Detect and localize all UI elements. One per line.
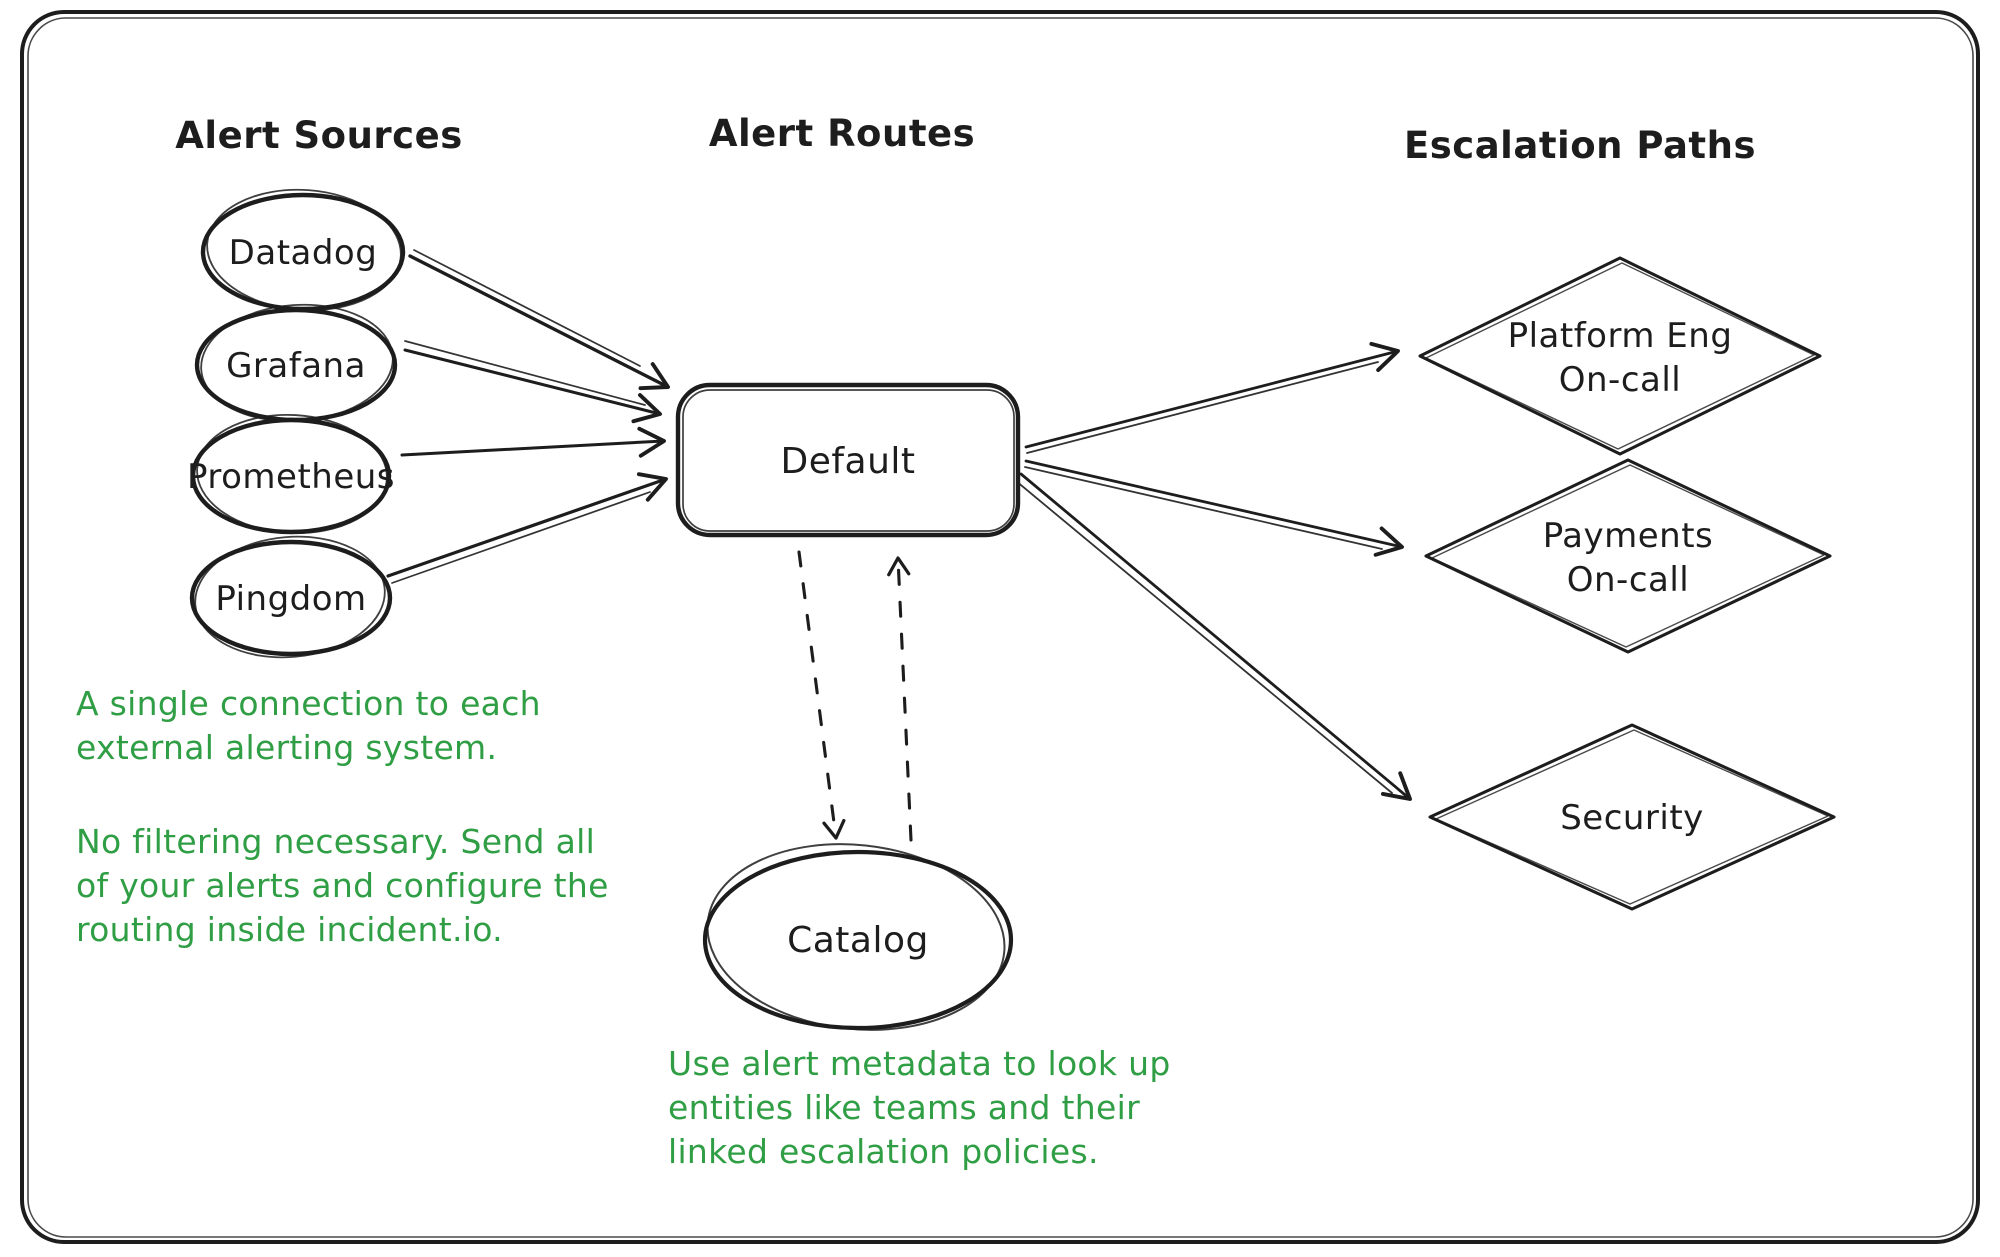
catalog-node: Catalog: [702, 843, 1014, 1031]
note-single-connection: A single connection to each external ale…: [76, 684, 541, 767]
heading-alert-routes: Alert Routes: [709, 112, 975, 155]
source-arrows: [386, 249, 670, 584]
escalation-node-security: Security: [1428, 723, 1836, 911]
arrow-datadog-to-default: [408, 254, 670, 391]
default-box-sketch: [682, 389, 1015, 532]
catalog-arrows: [797, 550, 913, 842]
catalog-label: Catalog: [787, 920, 929, 961]
pingdom-label: Pingdom: [215, 579, 366, 619]
security-label: Security: [1560, 798, 1704, 838]
prometheus-label: Prometheus: [187, 457, 395, 497]
prometheus-ellipse-sketch: [196, 413, 388, 535]
arrow-default-to-security: [1019, 472, 1412, 801]
escalation-node-platform: Platform Eng On-call: [1418, 256, 1822, 456]
payments-diamond: [1424, 458, 1832, 654]
arrow-security-sketch: [1015, 480, 1393, 794]
prometheus-ellipse: [190, 417, 392, 535]
default-box: [675, 382, 1021, 538]
platform-label-line1: Platform Eng: [1508, 316, 1733, 356]
arrow-default-to-platform: [1024, 341, 1400, 449]
grafana-label: Grafana: [226, 346, 366, 386]
outer-border-rect: [20, 10, 1980, 1244]
outer-border: [20, 10, 1980, 1244]
note-catalog-metadata: Use alert metadata to look up entities l…: [668, 1044, 1171, 1171]
pingdom-ellipse-sketch: [194, 535, 386, 659]
platform-label-line2: On-call: [1559, 360, 1682, 400]
heading-alert-sources: Alert Sources: [175, 114, 462, 157]
security-diamond-sketch: [1435, 729, 1829, 905]
datadog-label: Datadog: [229, 233, 378, 273]
arrow-pingdom-to-default: [386, 472, 668, 578]
route-node-default: Default: [675, 382, 1021, 538]
escalation-node-payments: Payments On-call: [1424, 458, 1832, 654]
pingdom-ellipse: [189, 539, 393, 657]
catalog-ellipse-sketch: [706, 843, 1006, 1031]
catalog-ellipse: [702, 849, 1014, 1031]
payments-label-line1: Payments: [1543, 516, 1714, 556]
platform-diamond-sketch: [1425, 262, 1815, 450]
arrow-grafana-sketch: [404, 340, 646, 406]
source-node-prometheus: Prometheus: [187, 413, 395, 535]
arrow-default-to-payments: [1024, 459, 1404, 557]
arrow-pingdom-sketch: [391, 491, 651, 584]
escalation-arrows: [1015, 341, 1412, 801]
arrow-payments-sketch: [1024, 466, 1383, 550]
arrow-datadog-sketch: [413, 249, 641, 367]
platform-diamond: [1418, 256, 1822, 456]
security-diamond: [1428, 723, 1836, 911]
payments-label-line2: On-call: [1567, 560, 1690, 600]
arrow-catalog-to-default-dashed: [887, 556, 913, 842]
default-label: Default: [780, 441, 915, 482]
payments-diamond-sketch: [1431, 464, 1825, 648]
arrow-platform-sketch: [1026, 361, 1379, 454]
source-node-pingdom: Pingdom: [189, 535, 393, 659]
note-no-filtering: No filtering necessary. Send all of your…: [76, 822, 609, 949]
arrow-grafana-to-default: [403, 348, 662, 424]
arrow-prometheus-to-default: [400, 426, 666, 458]
outer-border-sketch: [27, 17, 1974, 1238]
heading-escalation-paths: Escalation Paths: [1404, 124, 1756, 167]
